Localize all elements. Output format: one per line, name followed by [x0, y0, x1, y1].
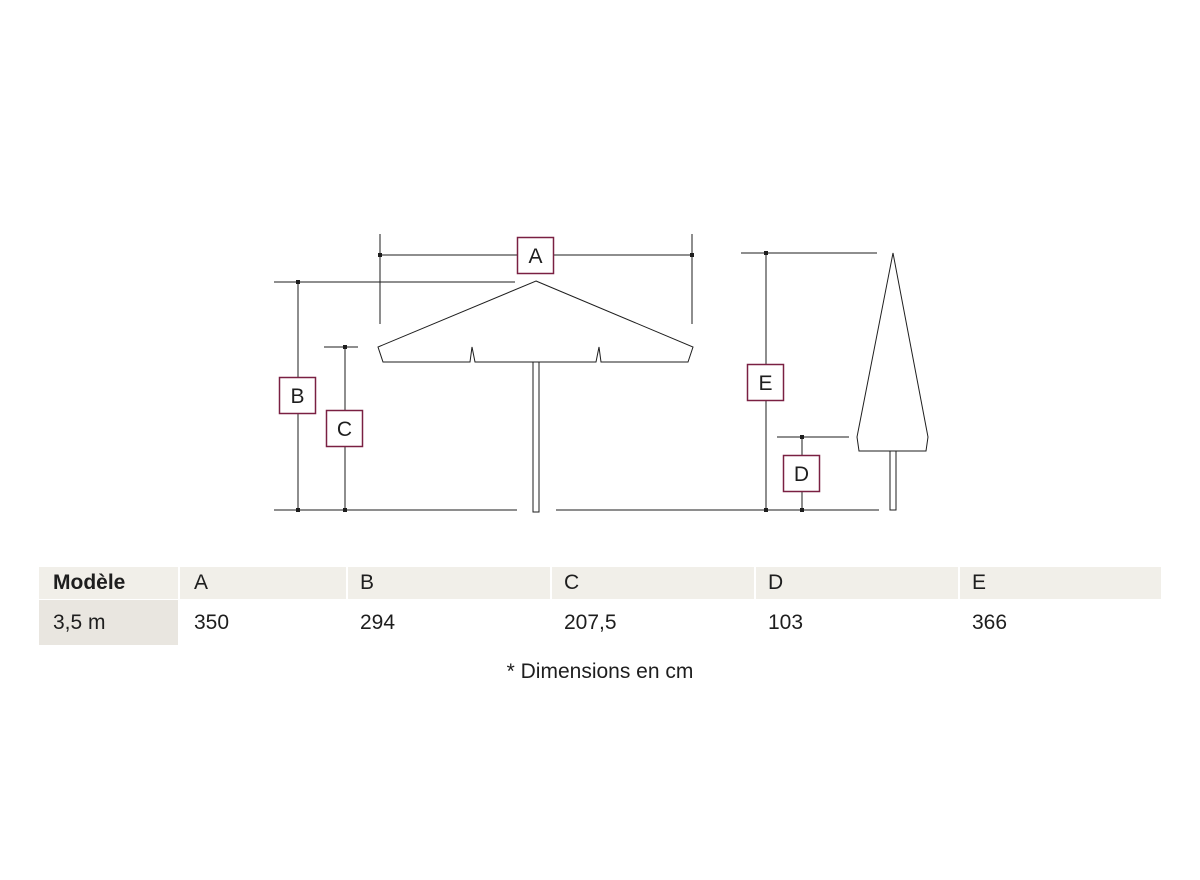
header-label-d: D [768, 571, 784, 594]
header-label-c: C [564, 571, 580, 594]
umbrella-closed-pole [889, 451, 897, 511]
dim-c-dot-top [343, 345, 347, 349]
table-header-row: Modèle A B C D E [39, 567, 1161, 599]
header-cell-c: C [552, 567, 754, 599]
umbrella-canopy-front [377, 280, 694, 363]
row-cell-model: 3,5 m [39, 600, 178, 645]
dim-d-label: D [794, 463, 809, 486]
header-label-model: Modèle [53, 571, 126, 594]
dim-a-label: A [528, 245, 542, 268]
header-cell-b: B [348, 567, 550, 599]
dim-c-label: C [337, 418, 352, 441]
table-row: 3,5 m 350 294 207,5 103 366 [39, 600, 1161, 645]
row-value-d: 103 [768, 610, 804, 634]
header-label-b: B [360, 571, 375, 594]
row-value-e: 366 [972, 610, 1008, 634]
row-cell-b: 294 [348, 600, 550, 645]
dim-e-label: E [758, 372, 772, 395]
header-cell-a: A [180, 567, 346, 599]
dim-e-dot-top [764, 251, 768, 255]
row-value-b: 294 [360, 610, 396, 634]
dim-b-dot-bottom [296, 508, 300, 512]
dim-c-label-box [325, 409, 364, 448]
dim-b-dot-top [296, 280, 300, 284]
row-value-model: 3,5 m [53, 610, 106, 634]
row-cell-e: 366 [960, 600, 1161, 645]
dim-b-label: B [290, 385, 304, 408]
row-value-a: 350 [194, 610, 230, 634]
dimensions-footnote: * Dimensions en cm [506, 660, 694, 683]
dim-a-dot-right [690, 253, 694, 257]
row-cell-a: 350 [180, 600, 346, 645]
dim-e-dot-bottom [764, 508, 768, 512]
dimensions-table: Modèle A B C D E 3,5 m 350 294 207,5 103… [39, 567, 1161, 645]
header-cell-d: D [756, 567, 958, 599]
header-cell-model: Modèle [39, 567, 178, 599]
dim-d-label-box [782, 454, 821, 493]
row-value-c: 207,5 [564, 610, 617, 634]
header-label-e: E [972, 571, 987, 594]
umbrella-pole [532, 362, 540, 513]
dim-b-label-box [278, 376, 317, 415]
dim-e-label-box [746, 363, 785, 402]
dim-d-dot-bottom [800, 508, 804, 512]
umbrella-dimension-diagram: A B C E D [274, 234, 929, 513]
header-label-a: A [194, 571, 209, 594]
row-cell-c: 207,5 [552, 600, 754, 645]
dim-a-label-box [516, 236, 555, 275]
dim-c-dot-bottom [343, 508, 347, 512]
dim-a-dot-left [378, 253, 382, 257]
row-cell-d: 103 [756, 600, 958, 645]
umbrella-closed-canopy [856, 252, 929, 452]
dim-d-dot-top [800, 435, 804, 439]
header-cell-e: E [960, 567, 1161, 599]
